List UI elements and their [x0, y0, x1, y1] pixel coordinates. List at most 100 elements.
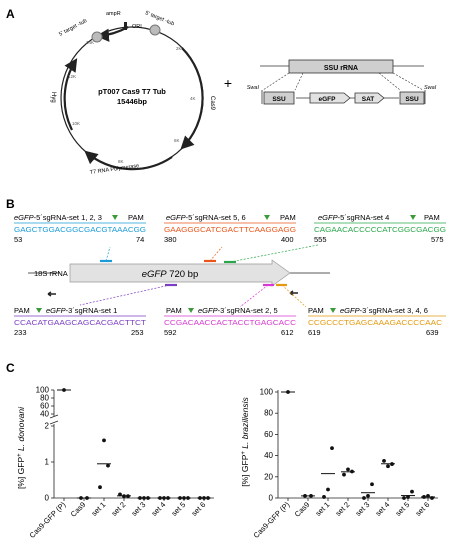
chart1-category-label: set 1	[90, 500, 108, 518]
sgrna-bottom-3-pam: PAM	[308, 306, 324, 315]
sgrna-top-3: eGFP-5´sgRNA-set 4 PAM CAGAACACCCCCATCGG…	[314, 213, 446, 244]
chart2-ytick-label: 20	[264, 472, 273, 481]
ssu-left-box	[263, 91, 295, 105]
ori-marker	[124, 22, 127, 30]
tick-10k: 10K	[72, 121, 80, 126]
chart2-point	[402, 496, 406, 500]
sgrna-bottom-1-title: eGFP-3´sgRNA-set 1	[46, 306, 117, 315]
chart1-ytick-label: 1	[45, 458, 50, 467]
plasmid-name: pT007 Cas9 T7 Tub	[98, 87, 166, 96]
chart1-ytick-label: 60	[40, 402, 49, 411]
tick-4k: 4K	[190, 96, 196, 101]
panel-label-a: A	[6, 7, 15, 21]
cas9-arc	[180, 47, 204, 150]
chart2-category-label: set 4	[374, 500, 392, 518]
feature-target-right: 5' target -tub	[144, 10, 175, 27]
sgrna-top-1: eGFP-5´sgRNA-set 1, 2, 3 PAM GAGCTGGACGG…	[14, 213, 146, 244]
pam-marker	[36, 308, 42, 313]
sgrna-bottom-1-start: 233	[14, 328, 27, 337]
chart2-category-label: set 2	[334, 500, 352, 518]
sgrna-top-2: eGFP-5´sgRNA-set 5, 6 PAM GAAGGGCATCGACT…	[164, 213, 296, 244]
sgrna-top-3-end: 575	[431, 235, 444, 244]
ssu-left-label: SSU	[272, 96, 286, 103]
sgrna-bottom-1-seq: CCACATGAAGCAGCACGACTTCT	[14, 318, 146, 327]
chart2-category-label: set 6	[414, 500, 432, 518]
sgrna-bottom-2-end: 612	[281, 328, 294, 337]
sgrna-top-3-title: eGFP-5´sgRNA-set 4	[318, 213, 389, 222]
feature-t7: T7 RNA Polymerase	[89, 163, 139, 176]
sgrna-bottom-1-end: 253	[131, 328, 144, 337]
chart2-ytick-label: 100	[260, 388, 274, 397]
chart1-ytick-label: 40	[40, 410, 49, 419]
sgrna-top-2-end: 400	[281, 235, 294, 244]
chart2-ytick-label: 80	[264, 409, 273, 418]
rrna-label: 18S rRNA	[34, 269, 68, 278]
pam-marker	[330, 308, 336, 313]
panel-label-b: B	[6, 197, 15, 211]
chart1-ytick-label: 80	[40, 394, 49, 403]
sgrna-top-1-title: eGFP-5´sgRNA-set 1, 2, 3	[14, 213, 102, 222]
chart2-point	[370, 482, 374, 487]
sgrna-top-3-seq: CAGAACACCCCCATCGGCGACGG	[314, 225, 446, 234]
chart1-ytick-label: 0	[45, 494, 50, 503]
ssu-rrna-label: SSU rRNA	[324, 65, 358, 72]
feature-hyg: Hyg	[50, 92, 56, 103]
feature-ori: ORI	[132, 24, 142, 30]
sgrna-bottom-3-end: 639	[426, 328, 439, 337]
feature-cas9: Cas9	[209, 96, 215, 111]
egfp-gene-arrow	[69, 259, 291, 287]
sgrna-bottom-3-title: eGFP-3´sgRNA-set 3, 4, 6	[340, 306, 428, 315]
sgrna-bottom-2-seq: CCGACAACCACTACCTGAGCACC	[164, 318, 297, 327]
chart2-ytick-label: 40	[264, 451, 273, 460]
egfp-arrow	[309, 92, 351, 104]
chart1-category-label: set 4	[150, 500, 168, 518]
chart1-point	[98, 485, 102, 490]
sgrna-top-1-seq: GAGCTGGACGGCGACGTAAACGG	[14, 225, 146, 234]
sgrna-top-2-title: eGFP-5´sgRNA-set 5, 6	[166, 213, 246, 222]
sgrna-top-1-start: 53	[14, 235, 22, 244]
chart1-category-label: set 6	[190, 500, 208, 518]
sgrna-bottom-2-title: eGFP-3´sgRNA-set 2, 5	[198, 306, 278, 315]
chart2-ytick-label: 0	[269, 494, 274, 503]
egfp-label: eGFP	[319, 96, 337, 103]
sgrna-top-2-pam: PAM	[280, 213, 296, 222]
chart2-category-label: set 3	[354, 500, 372, 518]
sat-label: SAT	[362, 96, 375, 103]
chart2-category-label: set 1	[314, 500, 332, 518]
swai-right: SwaI	[424, 85, 437, 91]
pam-marker	[264, 215, 270, 220]
sat-arrow	[354, 92, 385, 104]
sgrna-bottom-3: PAM eGFP-3´sgRNA-set 3, 4, 6 CCGCCCTGAGC…	[308, 306, 446, 337]
ssu-rrna-box	[288, 59, 394, 74]
t7-arc	[84, 150, 173, 171]
tick-12k: 12K	[68, 74, 76, 79]
chart2-category-label: Cas9	[293, 500, 312, 519]
plus-sign: +	[224, 75, 232, 91]
egfp-gene-label: eGFP 720 bp	[142, 269, 199, 280]
chart2-category-label: Cas9-GFP (P)	[252, 500, 292, 540]
chart2-ylabel: [%] GFP+ L. braziliensis	[240, 396, 250, 486]
chart2-point	[342, 472, 346, 477]
sgrna-top-1-pam: PAM	[128, 213, 144, 222]
tick-8k: 8K	[118, 159, 124, 164]
sgrna-top-3-start: 555	[314, 235, 327, 244]
pam-marker	[112, 215, 118, 220]
chart2-point	[362, 496, 366, 500]
chart2-ytick-label: 60	[264, 430, 273, 439]
sgrna-bottom-2-pam: PAM	[166, 306, 182, 315]
primer-arrow-left	[47, 291, 56, 297]
tick-6k: 6K	[174, 138, 180, 143]
ampr-arc	[95, 26, 129, 42]
chart2-point	[366, 493, 370, 498]
chart1-ytick-label: 100	[36, 386, 50, 395]
chart2-point	[382, 459, 386, 463]
sgrna-bottom-2: PAM eGFP-3´sgRNA-set 2, 5 CCGACAACCACTAC…	[164, 306, 297, 337]
chart-l-donovani: [%] GFP+ L. donovani 012406080100Cas9-GF…	[16, 386, 214, 540]
swai-left: SwaI	[247, 85, 260, 91]
pam-marker	[410, 215, 416, 220]
sgrna-bottom-2-start: 592	[164, 328, 177, 337]
chart1-ylabel: [%] GFP+ L. donovani	[16, 406, 26, 489]
chart1-point	[106, 463, 110, 468]
plasmid-size: 15446bp	[117, 97, 147, 106]
